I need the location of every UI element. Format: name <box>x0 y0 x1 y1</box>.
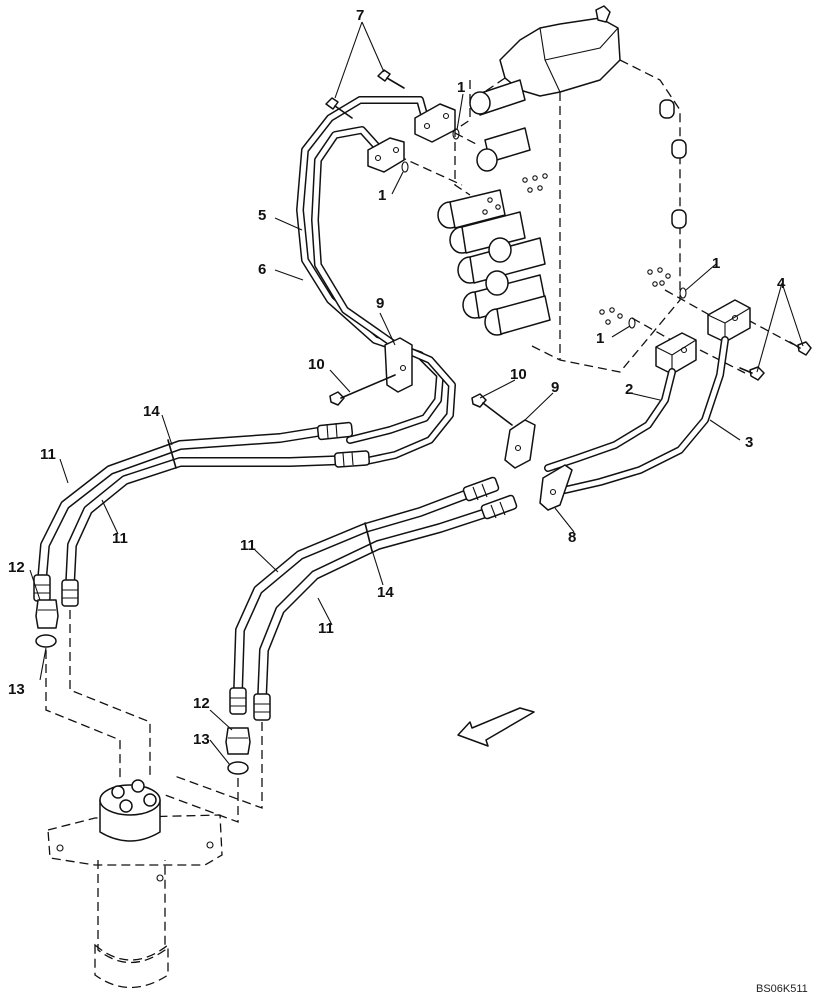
callout-14a: 14 <box>143 403 160 420</box>
callout-13a: 13 <box>8 681 25 698</box>
adapter-12-right <box>225 727 251 755</box>
hose-11-right-outer <box>233 485 483 697</box>
callout-5: 5 <box>258 207 266 224</box>
direction-arrow <box>457 707 535 747</box>
pipe-3 <box>561 336 729 494</box>
callout-11c: 11 <box>240 537 256 554</box>
callout-10b: 10 <box>510 366 527 383</box>
hose-fittings-right-upper <box>462 476 518 520</box>
bolt-4-upper <box>789 341 812 356</box>
callout-11a: 11 <box>40 446 56 463</box>
callout-7: 7 <box>356 7 364 24</box>
o-ring-1d <box>628 317 636 329</box>
leader-lines <box>29 21 804 766</box>
flange-right-b <box>655 332 697 375</box>
o-ring-13-left <box>35 634 57 648</box>
callout-6: 6 <box>258 261 266 278</box>
o-ring-13-right <box>227 761 249 775</box>
o-ring-1c <box>679 287 687 299</box>
flange-right-a <box>707 299 751 343</box>
callout-12a: 12 <box>8 559 25 576</box>
swivel-joint <box>47 779 223 989</box>
callout-11b: 11 <box>112 530 128 547</box>
pipe-2 <box>544 368 676 472</box>
clamp-9-left <box>384 337 413 393</box>
clamp-9-right <box>504 419 536 469</box>
callout-1c: 1 <box>712 255 720 272</box>
callout-12b: 12 <box>193 695 210 712</box>
callout-4: 4 <box>777 275 786 292</box>
reference-code: BS06K511 <box>756 983 808 995</box>
callout-8: 8 <box>568 529 576 546</box>
band-14-left <box>167 439 177 469</box>
hose-fittings-right-lower <box>229 687 271 721</box>
callout-10a: 10 <box>308 356 325 373</box>
valve-ports <box>482 173 671 325</box>
spool-stack <box>437 79 551 336</box>
callout-13b: 13 <box>193 731 210 748</box>
pipe-5 <box>296 96 444 444</box>
bolt-10-left <box>329 374 396 406</box>
flange-upper-a <box>414 103 456 143</box>
bolt-7-left <box>325 97 353 119</box>
callout-3: 3 <box>745 434 753 451</box>
callout-11d: 11 <box>318 620 334 637</box>
o-ring-1a <box>452 128 460 140</box>
bolt-10-right <box>471 393 513 426</box>
bolt-7-right <box>377 69 405 89</box>
callout-9a: 9 <box>376 295 384 312</box>
band-14-right <box>364 522 373 552</box>
pipe-6 <box>311 126 456 466</box>
hose-11-right-inner <box>257 505 500 703</box>
flange-upper-b <box>367 137 405 173</box>
o-ring-1b <box>401 161 409 173</box>
adapter-12-left <box>35 599 59 629</box>
hose-11-left-outer <box>37 425 335 585</box>
hose-11-left-inner <box>65 455 350 590</box>
callout-1d: 1 <box>596 330 604 347</box>
bolt-4-lower <box>739 366 765 381</box>
callout-1a: 1 <box>457 79 465 96</box>
connector-block-8 <box>539 464 573 511</box>
callout-2: 2 <box>625 381 633 398</box>
callout-1b: 1 <box>378 187 386 204</box>
callout-9b: 9 <box>551 379 559 396</box>
control-valve <box>437 5 687 373</box>
hose-fittings-left-upper <box>316 421 370 468</box>
callout-14b: 14 <box>377 584 394 601</box>
